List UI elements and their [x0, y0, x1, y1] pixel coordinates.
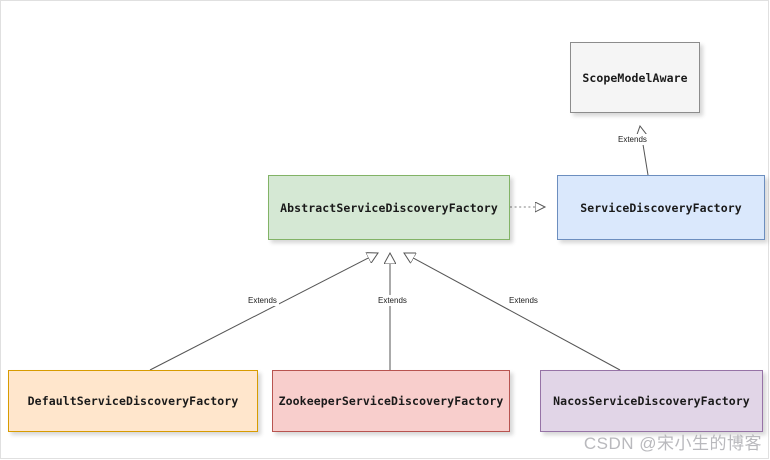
edge-nacos-extends-asdf: [404, 253, 621, 371]
edge-label-extends-zookeeper: Extends: [376, 295, 409, 306]
node-label: ScopeModelAware: [582, 70, 688, 85]
node-scope-model-aware[interactable]: ScopeModelAware: [570, 42, 700, 113]
edge-label-extends-default: Extends: [246, 295, 279, 306]
edge-label-extends-nacos: Extends: [507, 295, 540, 306]
node-zookeeper-service-discovery-factory[interactable]: ZookeeperServiceDiscoveryFactory: [272, 370, 510, 432]
node-label: ServiceDiscoveryFactory: [580, 200, 742, 215]
csdn-watermark: CSDN @宋小生的博客: [583, 434, 762, 453]
node-default-service-discovery-factory[interactable]: DefaultServiceDiscoveryFactory: [8, 370, 258, 432]
node-nacos-service-discovery-factory[interactable]: NacosServiceDiscoveryFactory: [540, 370, 763, 432]
node-label: NacosServiceDiscoveryFactory: [553, 394, 750, 408]
node-label: AbstractServiceDiscoveryFactory: [280, 200, 498, 215]
node-abstract-service-discovery-factory[interactable]: AbstractServiceDiscoveryFactory: [268, 175, 510, 240]
node-label: ZookeeperServiceDiscoveryFactory: [278, 394, 504, 408]
node-service-discovery-factory[interactable]: ServiceDiscoveryFactory: [557, 175, 765, 240]
node-label: DefaultServiceDiscoveryFactory: [27, 394, 239, 408]
edge-label-extends-scopemodelaware: Extends: [616, 134, 649, 145]
edge-default-extends-asdf: [149, 253, 378, 371]
